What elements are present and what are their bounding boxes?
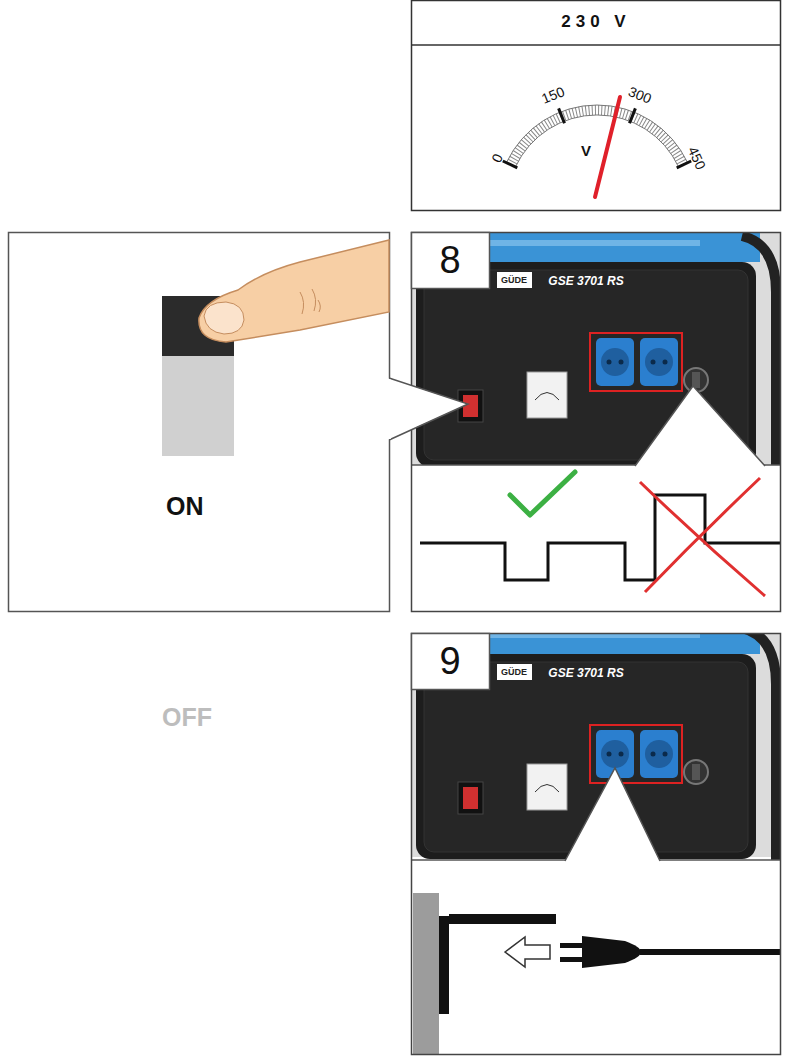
- step-panel: 8: [411, 232, 781, 612]
- switch-state: OFF: [162, 705, 212, 730]
- unit-label: V: [581, 143, 591, 158]
- switch-zoom-panel: ONOFF: [8, 232, 390, 612]
- voltage-panel: 230 V: [411, 0, 785, 211]
- switch-state: ON: [166, 494, 204, 519]
- step-number: 9: [411, 642, 489, 680]
- step-panel: 9: [411, 633, 781, 1055]
- brand-logo: GÜDE: [499, 275, 529, 286]
- model-name: GSE 3701 RS: [548, 667, 623, 679]
- voltage-heading: 230 V: [411, 13, 781, 30]
- step-number: 8: [411, 241, 489, 279]
- brand-logo: GÜDE: [499, 667, 529, 678]
- model-name: GSE 3701 RS: [548, 275, 623, 287]
